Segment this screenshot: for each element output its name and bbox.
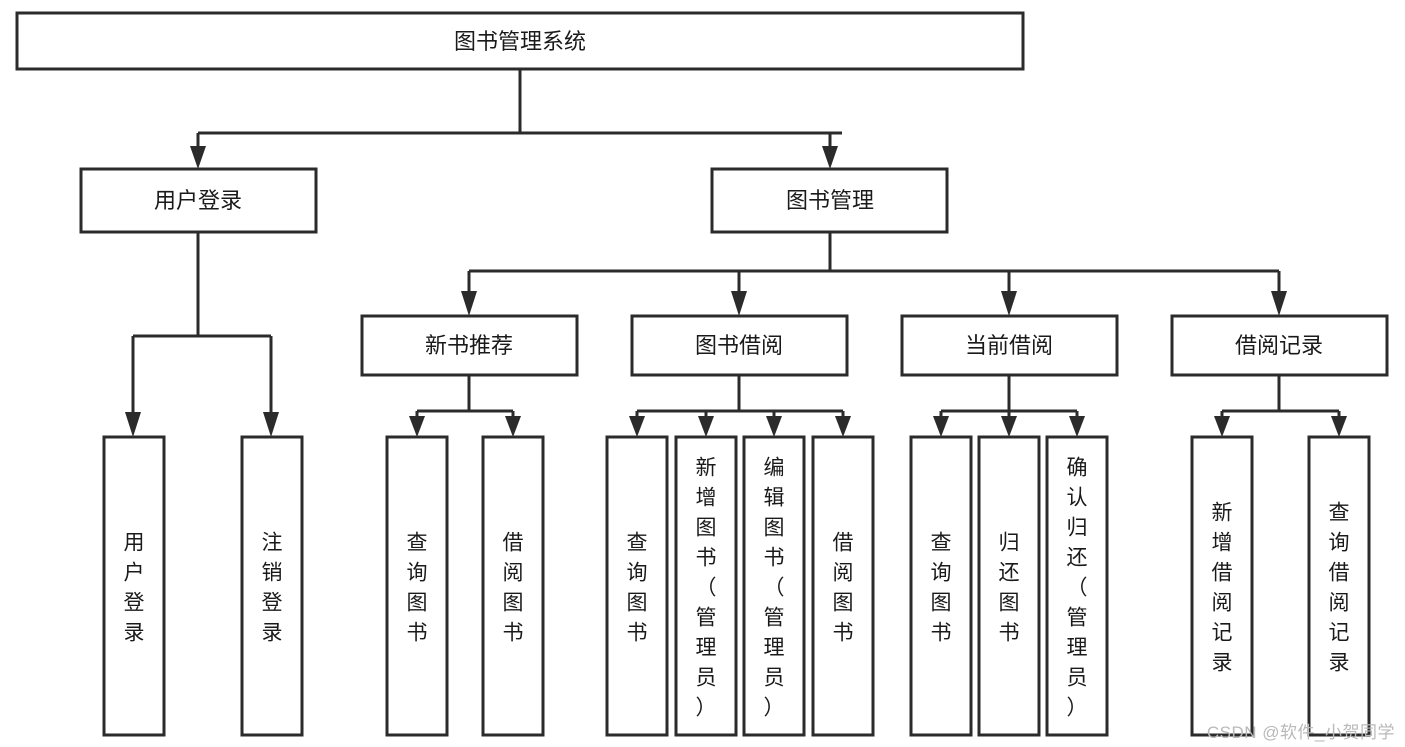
arrow-head-leaf-user-login — [125, 412, 141, 437]
leaf-logout-login-box[interactable] — [240, 435, 304, 737]
leaf-logout-login[interactable] — [240, 435, 304, 737]
leaf-return-book-box[interactable] — [977, 435, 1041, 737]
leaf-return-book-label: 归还图书 — [999, 531, 1020, 644]
leaf-add-book[interactable] — [674, 435, 738, 737]
leaf-user-login-box[interactable] — [102, 435, 166, 737]
arrow-head-leaf-confirm-return — [1069, 416, 1085, 437]
leaf-query-book-2[interactable] — [605, 435, 669, 737]
leaf-borrow-book-1[interactable] — [481, 435, 545, 737]
node-borrow-record-label: 借阅记录 — [1235, 333, 1323, 358]
node-current-borrow-label: 当前借阅 — [965, 333, 1053, 358]
leaf-query-book-1[interactable] — [385, 435, 449, 737]
leaf-query-book-1-box[interactable] — [385, 435, 449, 737]
leaf-borrow-book-2-box[interactable] — [811, 435, 875, 737]
arrow-head-leaf-add-record — [1214, 416, 1230, 437]
arrow-head-book-mgmt — [822, 146, 838, 169]
leaf-logout-login-label: 注销登录 — [262, 531, 283, 644]
arrow-head-leaf-logout — [263, 412, 279, 437]
leaf-query-book-1-label: 查询图书 — [407, 531, 428, 644]
arrow-head-new-book — [461, 291, 477, 316]
arrow-head-leaf-edit-book — [766, 416, 782, 437]
node-borrow-record-box[interactable] — [1170, 314, 1389, 377]
connector-layer — [125, 69, 1347, 437]
leaf-add-book-label: 新增图书（管理员） — [696, 456, 717, 719]
leaf-edit-book-box[interactable] — [742, 435, 806, 737]
leaf-borrow-book-2[interactable] — [811, 435, 875, 737]
arrow-head-leaf-return-book — [1001, 416, 1017, 437]
arrow-head-borrow-record — [1271, 291, 1287, 316]
leaf-query-borrow-record-label: 查询借阅记录 — [1329, 501, 1350, 674]
node-new-book-recommend-box[interactable] — [360, 314, 579, 377]
node-book-borrow-box[interactable] — [630, 314, 849, 377]
node-root-label: 图书管理系统 — [454, 29, 586, 54]
node-book-borrow-label: 图书借阅 — [695, 333, 783, 358]
arrow-head-leaf-borrow-book-2 — [835, 416, 851, 437]
arrow-head-current-borrow — [1001, 291, 1017, 316]
leaf-query-book-3[interactable] — [909, 435, 973, 737]
node-book-borrow[interactable]: 图书借阅 — [630, 314, 849, 377]
node-new-book-recommend[interactable]: 新书推荐 — [360, 314, 579, 377]
leaf-borrow-book-2-label: 借阅图书 — [833, 531, 854, 644]
leaf-confirm-return[interactable] — [1045, 435, 1109, 737]
leaf-confirm-return-box[interactable] — [1045, 435, 1109, 737]
arrow-head-leaf-add-book — [698, 416, 714, 437]
node-current-borrow-box[interactable] — [900, 314, 1119, 377]
leaf-edit-book-label: 编辑图书（管理员） — [764, 456, 785, 719]
arrow-head-user-login — [190, 146, 206, 169]
node-book-management[interactable]: 图书管理 — [710, 167, 949, 234]
leaf-query-book-3-box[interactable] — [909, 435, 973, 737]
node-book-management-label: 图书管理 — [786, 188, 874, 213]
arrow-head-leaf-query-record — [1331, 416, 1347, 437]
leaf-add-borrow-record-label: 新增借阅记录 — [1212, 501, 1233, 674]
node-book-management-box[interactable] — [710, 167, 949, 234]
leaf-edit-book[interactable] — [742, 435, 806, 737]
node-user-login-box[interactable] — [79, 167, 318, 234]
leaf-user-login-label: 用户登录 — [124, 531, 145, 644]
node-root-box[interactable] — [15, 11, 1025, 71]
leaf-add-borrow-record-box[interactable] — [1190, 435, 1254, 737]
arrow-head-leaf-query-book-3 — [933, 416, 949, 437]
leaf-borrow-book-1-box[interactable] — [481, 435, 545, 737]
node-current-borrow[interactable]: 当前借阅 — [900, 314, 1119, 377]
leaf-label-layer: 用户登录 注销登录 查询图书 借阅图书 查询图书 新增图书（管理员） 编辑图书（管理员） 借阅… — [124, 456, 1350, 719]
leaf-query-book-3-label: 查询图书 — [931, 531, 952, 644]
node-user-login-label: 用户登录 — [154, 188, 242, 213]
leaf-query-book-2-label: 查询图书 — [627, 531, 648, 644]
arrow-head-leaf-borrow-book-1 — [505, 416, 521, 437]
node-root[interactable]: 图书管理系统 — [15, 11, 1025, 71]
leaf-add-book-box[interactable] — [674, 435, 738, 737]
leaf-query-borrow-record-box[interactable] — [1307, 435, 1371, 737]
leaf-confirm-return-label: 确认归还（管理员） — [1067, 456, 1088, 719]
leaf-add-borrow-record[interactable] — [1190, 435, 1254, 737]
leaf-borrow-book-1-label: 借阅图书 — [503, 531, 524, 644]
leaf-query-borrow-record[interactable] — [1307, 435, 1371, 737]
node-user-login[interactable]: 用户登录 — [79, 167, 318, 234]
arrow-head-leaf-query-book-1 — [409, 416, 425, 437]
arrow-head-leaf-query-book-2 — [629, 416, 645, 437]
leaf-user-login[interactable] — [102, 435, 166, 737]
arrow-head-book-borrow — [731, 291, 747, 316]
node-new-book-recommend-label: 新书推荐 — [425, 333, 513, 358]
leaf-query-book-2-box[interactable] — [605, 435, 669, 737]
node-borrow-record[interactable]: 借阅记录 — [1170, 314, 1389, 377]
leaf-return-book[interactable] — [977, 435, 1041, 737]
